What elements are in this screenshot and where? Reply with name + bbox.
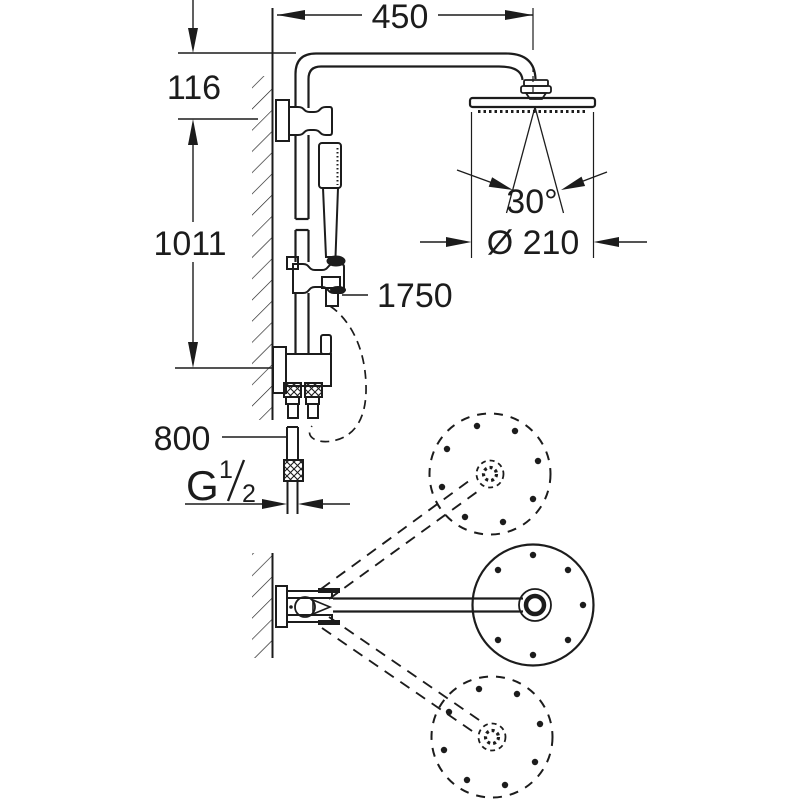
dim-30deg-label: 30° [506,183,557,221]
wall-section-plan [252,553,274,658]
hand-shower-hose [308,305,367,443]
thread-numerator: 1 [219,456,233,484]
plan-head-current-nozzles [494,551,587,659]
dim-1750-label: 1750 [377,277,453,315]
hose-nut [283,459,304,482]
plan-head-up-nozzles [438,422,542,526]
thread-denominator: 2 [242,480,256,508]
hose-outlet-fitting: 1750 [321,276,453,315]
dimension-450: 450 [277,0,534,95]
arm-ball-joint [520,79,552,100]
dimension-116: 116 [167,0,296,120]
thread-size-label: G 1 2 [186,456,256,509]
spray-angle-annotation: 30° [456,106,608,221]
upper-wall-bracket [275,99,333,142]
dimension-210: Ø 210 [420,112,647,262]
plan-head-swivel-up [428,412,552,536]
swivel-joint [275,585,340,628]
dimension-1011: 1011 [153,119,273,369]
plan-head-swivel-down [430,675,554,799]
shower-arm [294,52,537,108]
supply-hose: 800 [154,420,304,514]
plan-arm-current [333,543,595,667]
riser-rail [294,135,310,354]
elevation-view: 450 116 1011 [153,0,647,514]
rain-shower-head [468,96,597,113]
plan-head-down-nozzles [440,685,544,789]
diverter-valve [272,334,332,419]
wall-section-elevation [252,8,274,420]
dim-450-label: 450 [372,0,429,36]
dim-210-label: Ø 210 [487,224,580,262]
plan-view [252,412,595,799]
plan-head-current [471,543,595,667]
plan-arm-swivel-down [321,616,554,799]
thread-letter: G [186,462,219,509]
dim-1011-label: 1011 [153,225,226,263]
dim-800-label: 800 [154,420,211,458]
dim-116-label: 116 [167,69,221,107]
hand-shower [318,142,346,267]
plan-hub-current [518,588,552,622]
plan-arm-swivel-up [320,412,552,600]
thread-dimension-arrows [185,499,350,509]
diverter-lever [320,334,332,355]
